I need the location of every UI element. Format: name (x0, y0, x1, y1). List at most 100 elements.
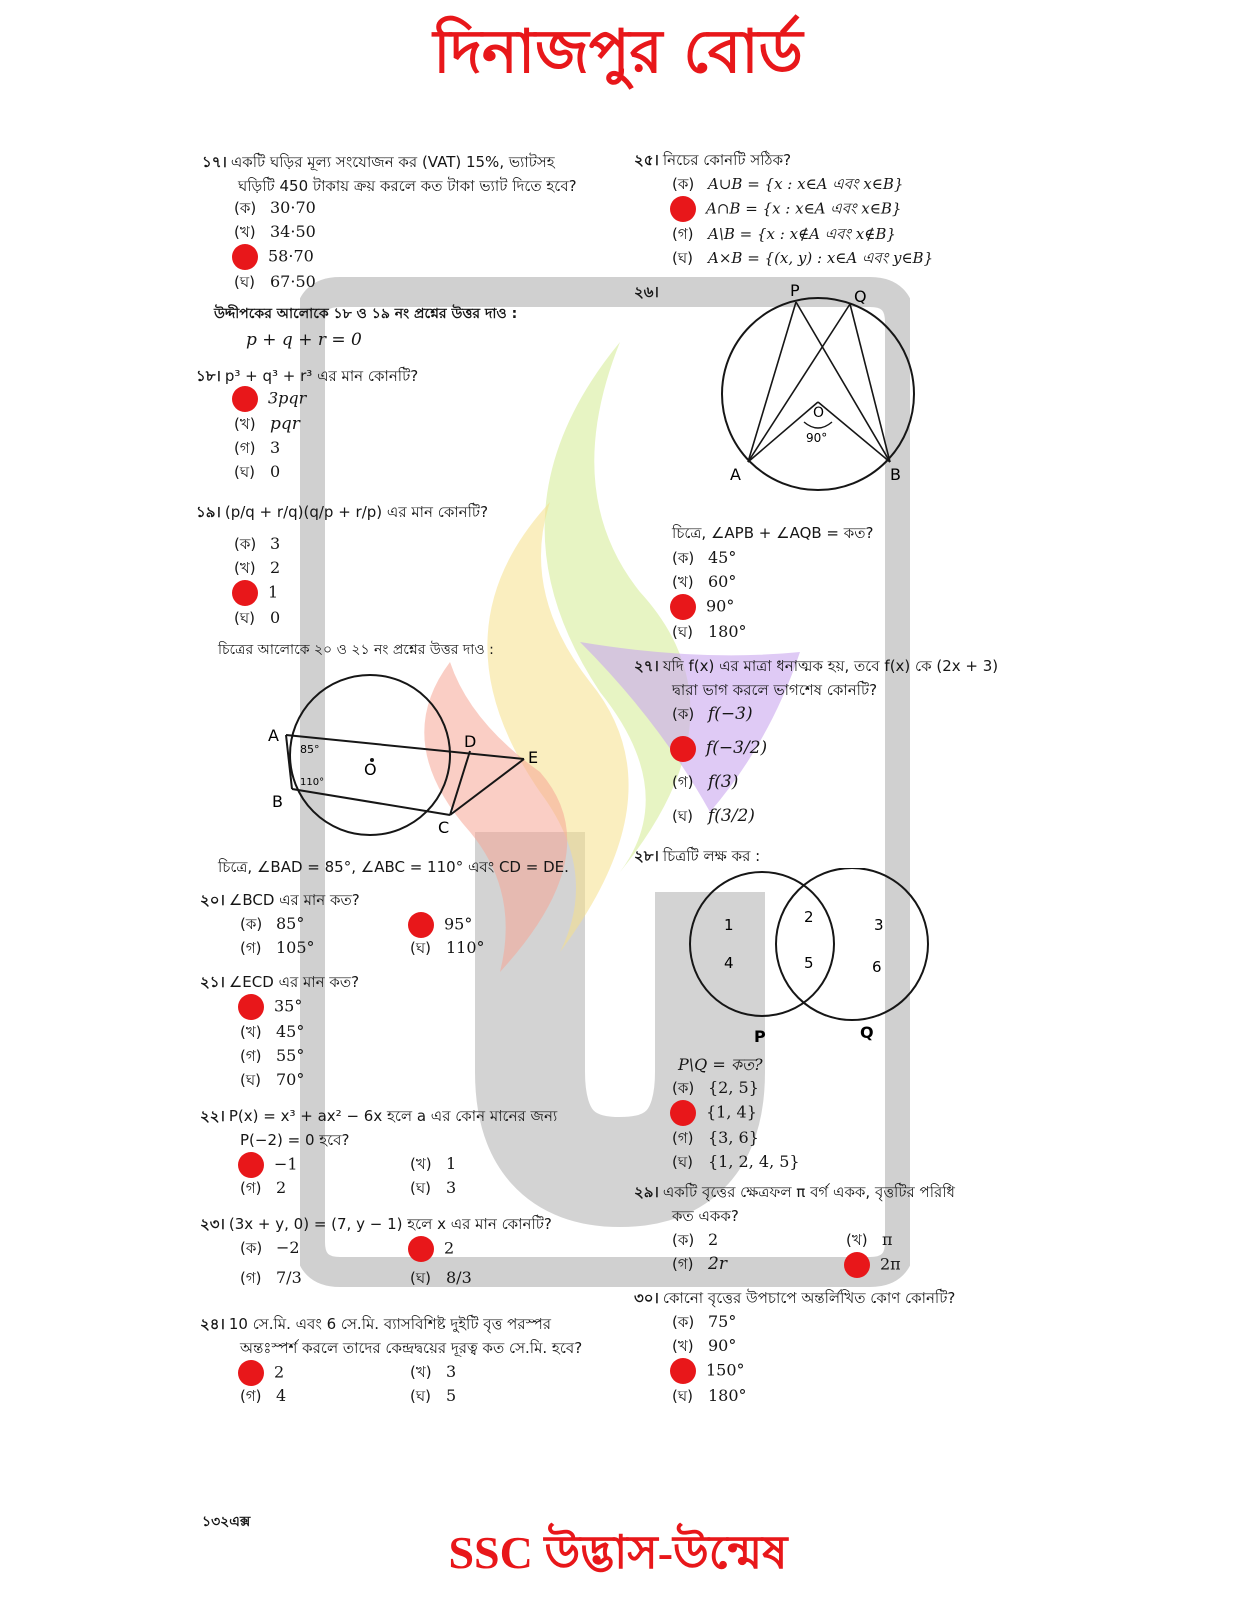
answer-mark (670, 196, 696, 222)
option-23-b: 2 (408, 1236, 454, 1262)
options-18: 3pqr (খ)pqr (গ)3 (ঘ)0 (232, 386, 306, 484)
question-text-cont: অন্তঃস্পর্শ করলে তাদের কেন্দ্রদ্বয়ের দূ… (240, 1339, 583, 1357)
question-number: ২৯। (634, 1183, 659, 1201)
answer-mark (232, 580, 258, 606)
venn-4: 4 (724, 954, 734, 972)
question-24: ২৪।10 সে.মি. এবং 6 সে.মি. ব্যাসবিশিষ্ট দ… (200, 1312, 610, 1360)
option-20-c: (গ)105° (240, 938, 315, 957)
point-q: Q (854, 287, 867, 306)
question-text-cont: P(−2) = 0 হবে? (240, 1131, 350, 1149)
question-22: ২২।P(x) = x³ + ax² − 6x হলে a এর কোন মান… (200, 1104, 610, 1152)
question-text: যদি f(x) এর মাত্রা ধনাত্মক হয়, তবে f(x)… (662, 657, 999, 675)
option-22-c: (গ)2 (240, 1178, 287, 1197)
option-value: 34·50 (270, 222, 316, 241)
option-24-a: 2 (238, 1360, 284, 1386)
question-29: ২৯।একটি বৃত্তের ক্ষেত্রফল π বর্গ একক, বৃ… (634, 1180, 1034, 1228)
option-label: (খ) (234, 559, 256, 577)
option-label: (ঘ) (234, 463, 255, 481)
options-30: (ক)75° (খ)90° 150° (ঘ)180° (670, 1312, 747, 1405)
angle-o: 90° (806, 431, 827, 445)
option-value: 3 (270, 534, 281, 553)
option-value: 2 (270, 558, 281, 577)
answer-mark (670, 594, 696, 620)
option-22-d: (ঘ)3 (410, 1178, 457, 1197)
footer-brand: SSC উদ্ভাস-উন্মেষ (448, 1527, 788, 1578)
option-value: 30·70 (270, 198, 316, 217)
option-value: 58·70 (268, 246, 314, 266)
question-number: ৩০। (634, 1289, 659, 1307)
question-26-text: চিত্রে, ∠APB + ∠AQB = কত? (672, 524, 874, 542)
question-text-cont: দ্বারা ভাগ করলে ভাগশেষ কোনটি? (672, 681, 878, 699)
stimulus-equation: p + q + r = 0 (246, 330, 362, 350)
question-number: ২৬। (634, 283, 659, 301)
options-17: (ক)30·70 (খ)34·50 58·70 (ঘ)67·50 (232, 196, 316, 294)
point-b: B (272, 792, 283, 811)
question-number: ১৭। (202, 153, 227, 171)
venn-2: 2 (804, 908, 814, 926)
option-value: 67·50 (270, 272, 316, 291)
option-23-a: (ক)−2 (240, 1238, 300, 1257)
figure-20-21: A B C D E O 85° 110° (268, 674, 538, 837)
answer-mark (238, 1152, 264, 1178)
question-number: ২৩। (200, 1215, 225, 1233)
question-text: (p/q + r/q)(q/p + r/p) এর মান কোনটি? (224, 503, 489, 521)
option-label: (গ) (234, 439, 256, 457)
option-23-c: (গ)7/3 (240, 1268, 302, 1287)
question-25: ২৫।নিচের কোনটি সঠিক? (634, 148, 791, 172)
point-b: B (890, 465, 901, 484)
question-text: একটি বৃত্তের ক্ষেত্রফল π বর্গ একক, বৃত্ত… (662, 1183, 955, 1201)
question-text: ∠BCD এর মান কত? (228, 891, 360, 909)
question-text: একটি ঘড়ির মূল্য সংযোজন কর (VAT) 15%, ভ্… (230, 153, 555, 171)
question-text: চিত্রটি লক্ষ কর : (662, 847, 761, 865)
question-28: ২৮।চিত্রটি লক্ষ কর : (634, 844, 760, 868)
option-value: 0 (270, 462, 281, 481)
angle-a: 85° (300, 743, 320, 756)
answer-mark (232, 386, 258, 412)
question-number: ১৯। (196, 503, 221, 521)
figure-20-caption: চিত্রে, ∠BAD = 85°, ∠ABC = 110° এবং CD =… (218, 858, 569, 876)
question-number: ২৪। (200, 1315, 225, 1333)
figure-26: P Q A B O 90° (721, 282, 915, 491)
option-20-a: (ক)85° (240, 914, 305, 933)
center-o: O (813, 405, 824, 421)
question-23: ২৩।(3x + y, 0) = (7, y − 1) হলে x এর মান… (200, 1212, 552, 1236)
answer-mark (232, 244, 258, 270)
point-a: A (268, 726, 279, 745)
option-label: (ঘ) (234, 273, 255, 291)
option-24-c: (গ)4 (240, 1386, 287, 1405)
question-text: P(x) = x³ + ax² − 6x হলে a এর কোন মানের … (228, 1107, 558, 1125)
option-23-d: (ঘ)8/3 (410, 1268, 472, 1287)
answer-mark (238, 1360, 264, 1386)
answer-mark (408, 912, 434, 938)
answer-mark (670, 735, 696, 762)
options-27: (ক)f(−3) f(−3/2) (গ)f(3) (ঘ)f(3/2) (670, 704, 768, 826)
answer-mark (844, 1252, 870, 1278)
option-label: (ক) (234, 535, 257, 553)
option-24-b: (খ)3 (410, 1362, 457, 1381)
option-label: (খ) (234, 415, 256, 433)
options-21: 35° (খ)45° (গ)55° (ঘ)70° (238, 994, 304, 1092)
option-label: (খ) (234, 223, 256, 241)
center-o: O (364, 760, 377, 779)
question-26: ২৬। (634, 280, 663, 304)
question-text: (3x + y, 0) = (7, y − 1) হলে x এর মান কো… (228, 1215, 552, 1233)
set-p-label: P (754, 1027, 766, 1046)
option-29-a: (ক)2 (672, 1230, 719, 1249)
question-text: p³ + q³ + r³ এর মান কোনটি? (224, 367, 419, 385)
question-21: ২১।∠ECD এর মান কত? (200, 970, 359, 994)
options-25: (ক)A∪B = {x : x∈A এবং x∈B} A∩B = {x : x∈… (670, 175, 934, 267)
question-18: ১৮।p³ + q³ + r³ এর মান কোনটি? (196, 364, 418, 388)
question-text-cont: কত একক? (672, 1207, 739, 1225)
answer-mark (670, 1358, 696, 1384)
point-e: E (528, 748, 538, 767)
watermark-logo (300, 277, 910, 1287)
question-number: ২১। (200, 973, 225, 991)
venn-5: 5 (804, 954, 814, 972)
option-22-a: −1 (238, 1152, 298, 1178)
question-number: ২৫। (634, 151, 659, 169)
question-text-cont: ঘড়িটি 450 টাকায় ক্রয় করলে কত টাকা ভ্য… (238, 177, 577, 195)
question-19: ১৯।(p/q + r/q)(q/p + r/p) এর মান কোনটি? (196, 500, 488, 524)
answer-mark (408, 1236, 434, 1262)
question-number: ১৮। (196, 367, 221, 385)
stimulus-20-21: চিত্রের আলোকে ২০ ও ২১ নং প্রশ্নের উত্তর … (218, 642, 494, 658)
